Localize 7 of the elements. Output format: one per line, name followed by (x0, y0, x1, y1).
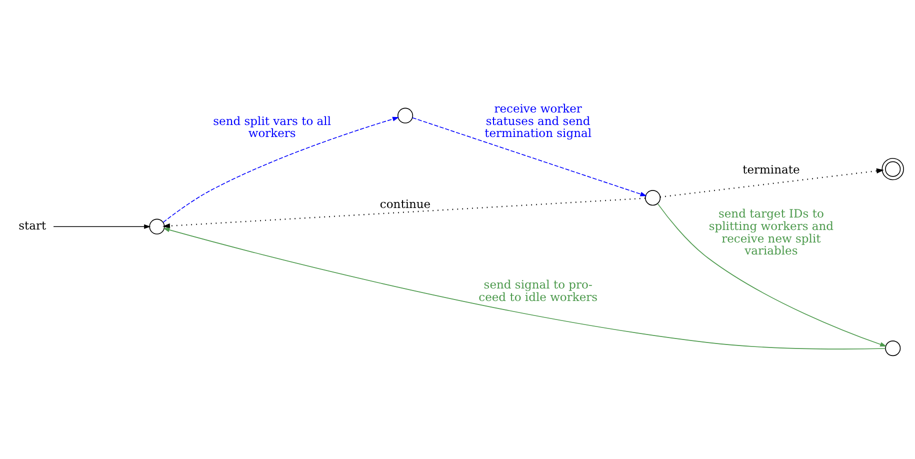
edge-label: continue (380, 196, 431, 211)
edge-label: send signal to pro- ceed to idle workers (478, 277, 598, 304)
edge-label: send split vars to all workers (213, 114, 332, 140)
edge-label: receive worker statuses and send termination signal (484, 102, 592, 140)
node-text: start (18, 218, 46, 233)
edge-label: terminate (742, 162, 800, 176)
edge-label: send target IDs to splitting workers and receive new split variables (708, 206, 834, 258)
